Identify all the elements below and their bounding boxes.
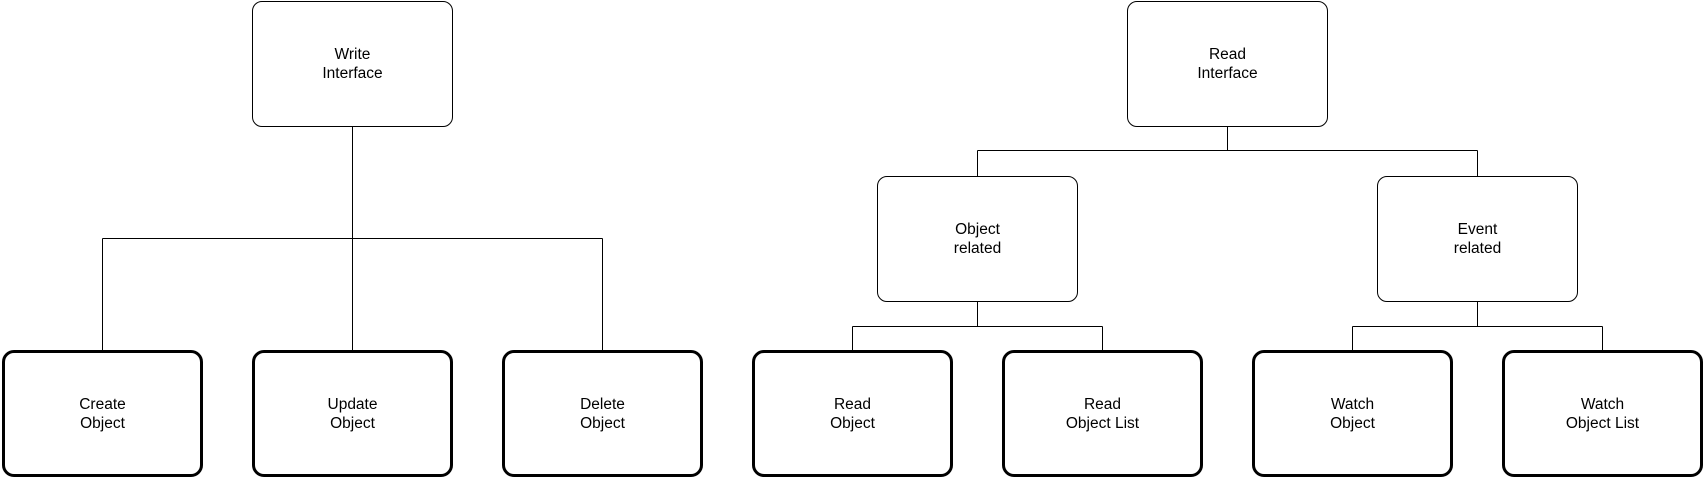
watch-object-list-line1: Watch [1580, 395, 1625, 413]
read-interface-line1: Read [1208, 46, 1247, 63]
write-interface-node: Write Interface [252, 1, 453, 127]
update-object-line1: Update [327, 395, 378, 413]
event-related-node: Event related [1377, 176, 1578, 302]
update-object-node: Update Object [252, 350, 453, 477]
create-object-node: Create Object [2, 350, 203, 477]
watch-object-list-node: Watch Object List [1502, 350, 1703, 477]
object-related-line1: Object [955, 221, 1000, 238]
read-interface-node: Read Interface [1127, 1, 1328, 127]
watch-object-list-label: Watch Object List [1566, 395, 1639, 433]
write-interface-line2: Interface [322, 65, 383, 82]
read-object-list-node: Read Object List [1002, 350, 1203, 477]
read-object-list-line1: Read [1083, 395, 1122, 413]
create-object-label: Create Object [79, 395, 126, 433]
create-object-line1: Create [79, 395, 126, 413]
read-object-list-label: Read Object List [1066, 395, 1139, 433]
write-interface-line1: Write [334, 46, 371, 63]
read-interface-label: Read Interface [1197, 45, 1257, 83]
watch-object-line1: Watch [1330, 395, 1375, 413]
update-object-line2: Object [330, 414, 375, 432]
read-object-line2: Object [830, 414, 875, 432]
object-related-node: Object related [877, 176, 1078, 302]
create-object-line2: Object [80, 414, 125, 432]
read-object-label: Read Object [830, 395, 875, 433]
write-interface-label: Write Interface [322, 45, 382, 83]
watch-object-line2: Object [1330, 414, 1375, 432]
watch-object-label: Watch Object [1330, 395, 1375, 433]
event-related-line1: Event [1457, 221, 1498, 238]
object-related-line2: related [953, 240, 1002, 257]
delete-object-line1: Delete [580, 395, 625, 413]
watch-object-list-line2: Object List [1565, 414, 1640, 432]
delete-object-line2: Object [580, 414, 625, 432]
read-interface-line2: Interface [1197, 65, 1258, 82]
update-object-label: Update Object [328, 395, 378, 433]
watch-object-node: Watch Object [1252, 350, 1453, 477]
object-related-label: Object related [954, 220, 1001, 258]
event-related-line2: related [1453, 240, 1502, 257]
read-object-node: Read Object [752, 350, 953, 477]
delete-object-label: Delete Object [580, 395, 625, 433]
read-object-list-line2: Object List [1065, 414, 1140, 432]
event-related-label: Event related [1454, 220, 1501, 258]
delete-object-node: Delete Object [502, 350, 703, 477]
read-object-line1: Read [833, 395, 872, 413]
